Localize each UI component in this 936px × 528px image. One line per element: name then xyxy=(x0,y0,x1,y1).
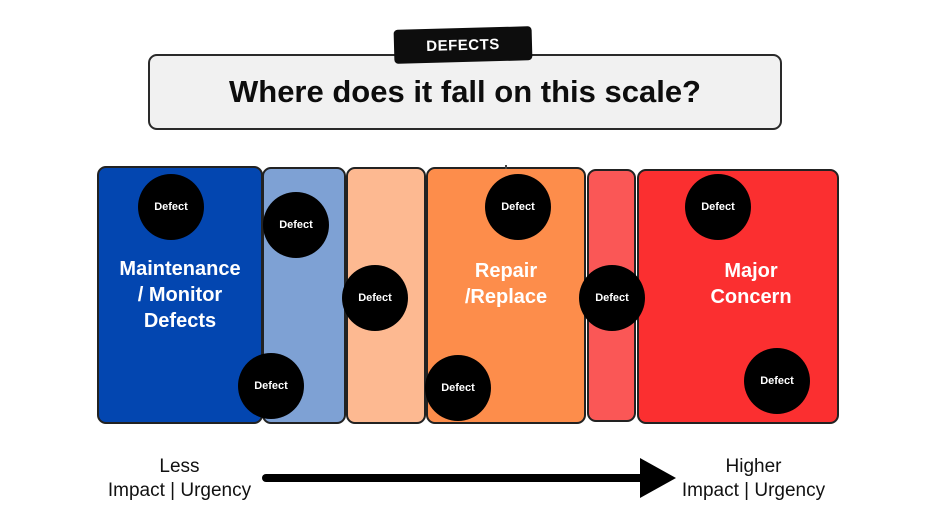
defect-marker: Defect xyxy=(238,353,304,419)
defect-marker: Defect xyxy=(685,174,751,240)
scale-left-label: Less Impact | Urgency xyxy=(92,455,267,503)
divider-tick xyxy=(505,165,507,169)
defects-tag: DEFECTS xyxy=(393,26,533,64)
arrow-right-icon xyxy=(640,458,676,498)
label-major-concern: Major Concern xyxy=(710,260,792,308)
defect-marker: Defect xyxy=(485,174,551,240)
defect-marker: Defect xyxy=(138,174,204,240)
scale-right-line1: Higher xyxy=(725,456,782,477)
scale-arrow-shaft xyxy=(262,474,658,482)
scale-left-line2: Impact | Urgency xyxy=(107,480,252,501)
scale-left-line1: Less xyxy=(159,456,200,477)
defect-marker: Defect xyxy=(342,265,408,331)
defect-marker: Defect xyxy=(579,265,645,331)
defect-marker: Defect xyxy=(263,192,329,258)
scale-right-line2: Impact | Urgency xyxy=(681,480,826,501)
defect-marker: Defect xyxy=(425,355,491,421)
label-maintenance-monitor: Maintenance / Monitor Defects xyxy=(119,258,241,332)
label-repair-replace: Repair /Replace xyxy=(464,260,548,308)
scale-right-label: Higher Impact | Urgency xyxy=(666,455,841,503)
defect-marker: Defect xyxy=(744,348,810,414)
page-title: Where does it fall on this scale? xyxy=(148,54,782,130)
